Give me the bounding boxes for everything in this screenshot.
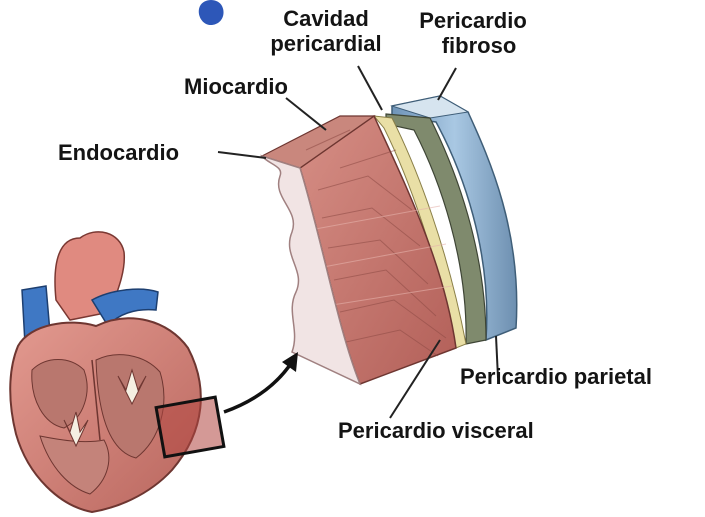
label-cavidad-line2: pericardial bbox=[270, 31, 381, 56]
arrow-icon bbox=[224, 362, 292, 412]
label-fibroso-line1: Pericardio bbox=[419, 8, 527, 33]
selection-box bbox=[156, 397, 224, 457]
leader-miocardio bbox=[286, 98, 326, 130]
label-fibroso-line2: fibroso bbox=[442, 33, 517, 58]
blue-blob-icon bbox=[199, 0, 224, 25]
label-pericardio-parietal: Pericardio parietal bbox=[460, 364, 652, 389]
heart-illustration bbox=[10, 232, 224, 512]
label-miocardio: Miocardio bbox=[184, 74, 288, 99]
label-pericardio-visceral: Pericardio visceral bbox=[338, 418, 534, 443]
tissue-layer-section bbox=[262, 96, 517, 384]
label-endocardio: Endocardio bbox=[58, 140, 179, 165]
leader-endocardio bbox=[218, 152, 266, 158]
leader-cavidad bbox=[358, 66, 382, 110]
label-cavidad-line1: Cavidad bbox=[283, 6, 369, 31]
leader-fibroso bbox=[438, 68, 456, 100]
